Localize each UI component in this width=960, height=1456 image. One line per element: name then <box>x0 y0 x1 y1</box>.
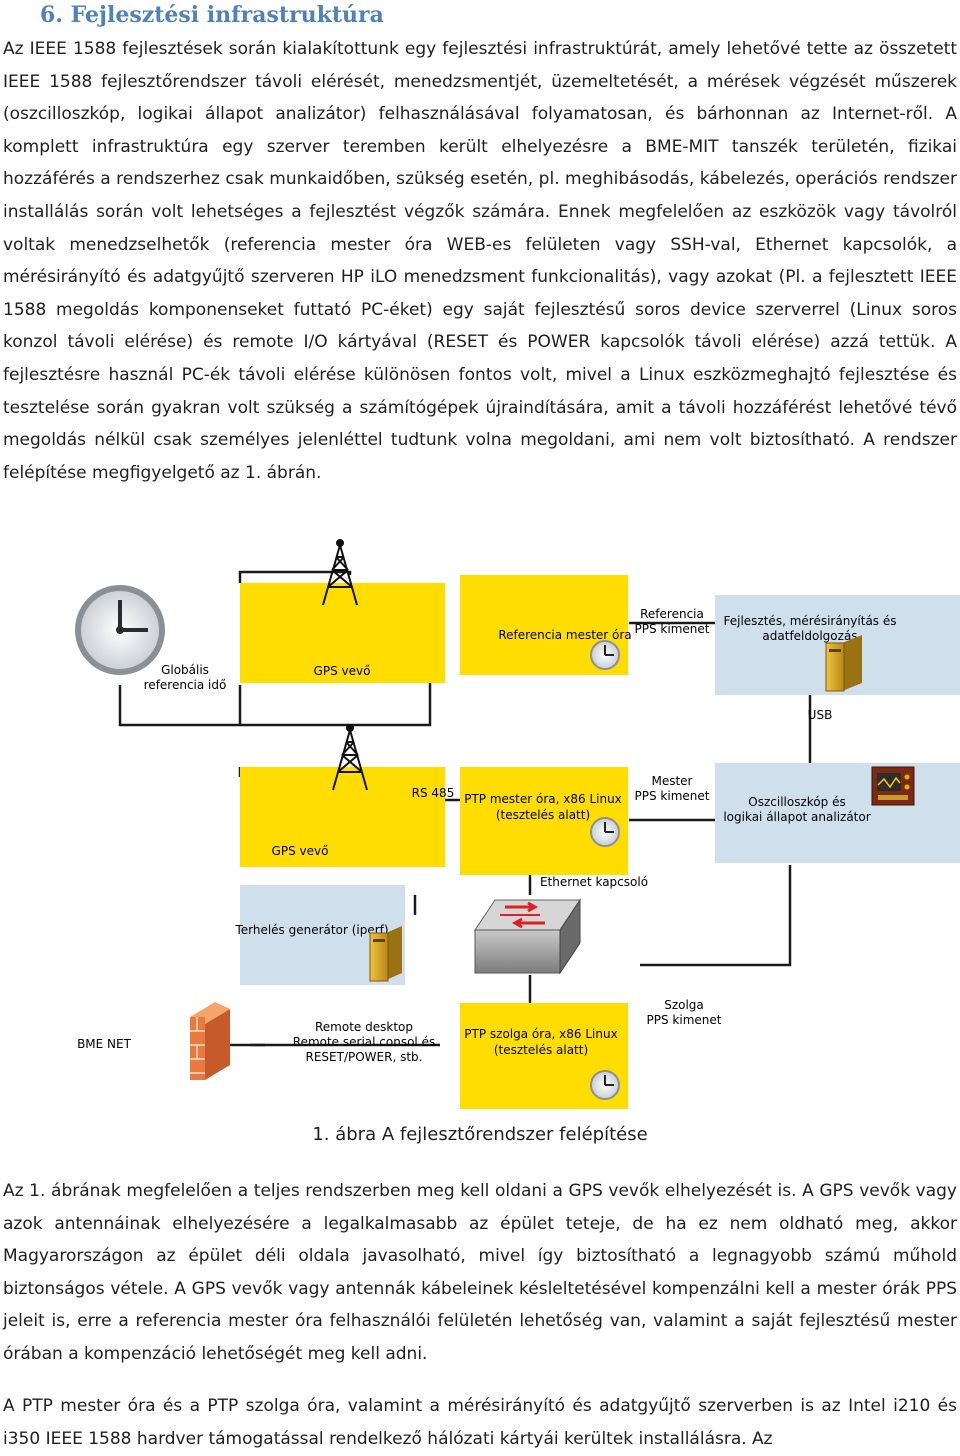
slave-pps-label-1: Szolga <box>664 998 704 1012</box>
load-gen-label: Terhelés generátor (iperf) <box>234 923 388 937</box>
antenna-tower-top-icon <box>322 539 358 606</box>
global-reference-clock <box>75 585 165 675</box>
gps-top-to-ref-line <box>238 570 352 583</box>
ref-master-label: Referencia mester óra <box>498 628 631 642</box>
ethernet-switch-icon <box>474 898 581 975</box>
gps-mid-label: GPS vevő <box>272 844 329 858</box>
figure-caption: 1. ábra A fejlesztőrendszer felépítése <box>312 1124 648 1145</box>
ptp-slave-label-2: (tesztelés alatt) <box>494 1043 588 1057</box>
section-number: 6. <box>40 2 63 28</box>
global-ref-to-ref-master-line <box>118 675 432 727</box>
slave-pps-line <box>640 865 792 967</box>
ptp-master-clock-icon <box>590 817 620 847</box>
scope-label-1: Oszcilloszkóp és <box>748 795 845 809</box>
oscilloscope-box <box>715 763 960 863</box>
paragraph-gps: Az 1. ábrának megfelelően a teljes rends… <box>3 1181 957 1364</box>
paragraph-intro: Az IEEE 1588 fejlesztések során kialakít… <box>3 39 957 483</box>
ptp-slave-clock-icon <box>590 1070 620 1100</box>
ptp-master-label-1: PTP mester óra, x86 Linux <box>464 792 622 806</box>
gps-top-label: GPS vevő <box>314 664 371 678</box>
slave-pps-label-2: PPS kimenet <box>647 1013 722 1027</box>
scope-label-2: logikai állapot analizátor <box>723 810 870 824</box>
system-architecture-figure: Globális referencia idő GPS vevő Referen… <box>75 539 960 1109</box>
remote-label-3: RESET/POWER, stb. <box>306 1050 423 1064</box>
dev-label-2: adatfeldolgozás <box>762 629 857 643</box>
dev-label-1: Fejlesztés, mérésirányítás és <box>724 614 897 628</box>
firewall-icon <box>190 1002 230 1080</box>
rs485-label: RS 485 <box>412 786 455 800</box>
gps-receiver-mid-box <box>240 767 445 867</box>
remote-label-1: Remote desktop <box>315 1020 413 1034</box>
gps-receiver-top-box <box>240 583 445 683</box>
paragraph-ptp: A PTP mester óra és a PTP szolga óra, va… <box>3 1396 957 1449</box>
oscilloscope-icon <box>871 766 915 806</box>
ref-pps-label-2: PPS kimenet <box>635 622 710 636</box>
server-loadgen-icon <box>369 926 402 982</box>
usb-label: USB <box>808 708 833 722</box>
antenna-tower-mid-icon <box>332 724 368 791</box>
ref-master-clock-icon <box>590 640 620 670</box>
global-ref-label-2: referencia idő <box>144 678 227 692</box>
ptp-slave-label-1: PTP szolga óra, x86 Linux <box>464 1027 617 1041</box>
global-ref-label-1: Globális <box>161 663 209 677</box>
server-dev-icon <box>825 635 862 692</box>
ptp-master-label-2: (tesztelés alatt) <box>496 808 590 822</box>
ethernet-label: Ethernet kapcsoló <box>540 875 648 889</box>
master-pps-label-1: Mester <box>651 774 692 788</box>
section-heading: 6. Fejlesztési infrastruktúra <box>40 2 384 28</box>
remote-label-2: Remote serial consol és <box>293 1035 435 1049</box>
bme-net-label: BME NET <box>77 1037 132 1051</box>
master-pps-label-2: PPS kimenet <box>635 789 710 803</box>
ref-pps-label-1: Referencia <box>640 607 704 621</box>
section-title: Fejlesztési infrastruktúra <box>70 2 384 28</box>
